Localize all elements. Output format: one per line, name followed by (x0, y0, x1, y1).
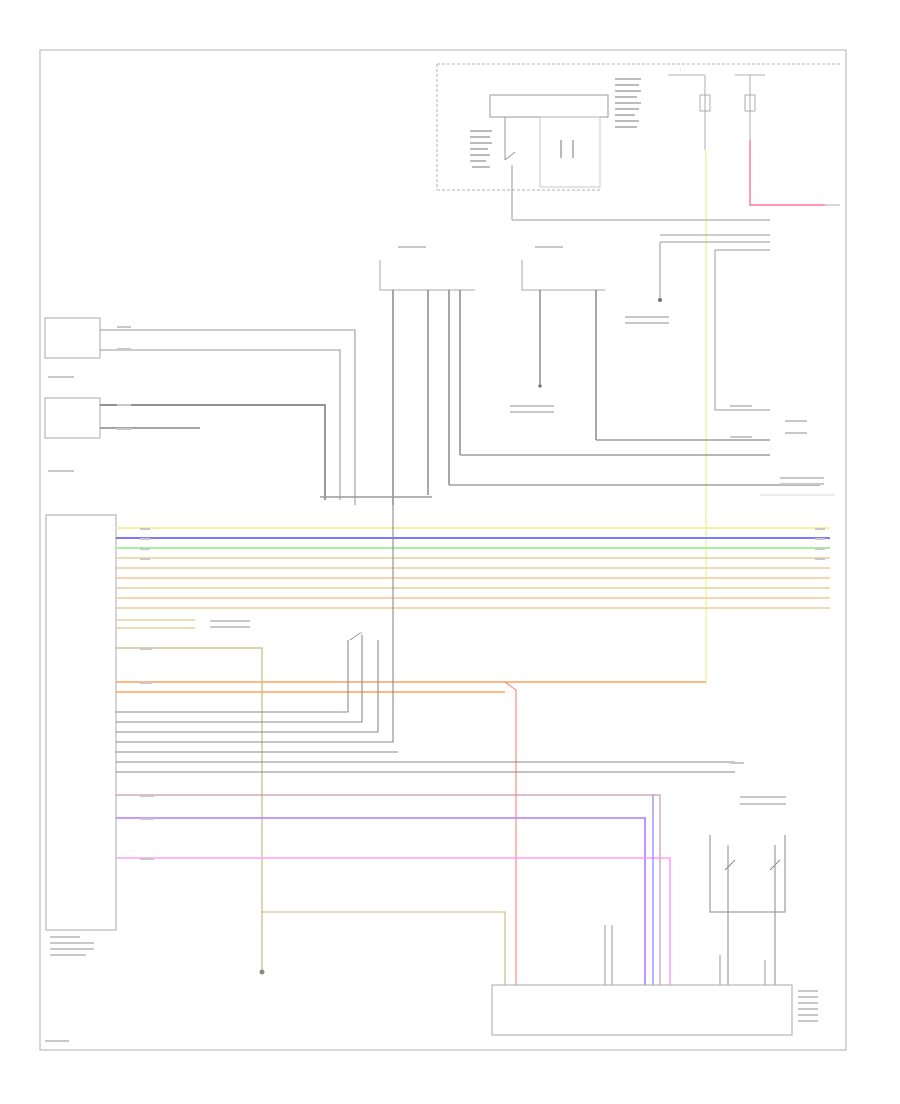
speaker-group (709, 835, 786, 985)
relay-box (470, 78, 641, 220)
ground-point-top (658, 298, 662, 302)
ground-symbol (259, 969, 265, 975)
radio-unit (45, 514, 117, 931)
front-amplifier (379, 260, 475, 505)
label-marks (45, 246, 825, 1042)
wires-gray-lower (116, 505, 735, 773)
antenna-right (44, 397, 326, 500)
rear-amplifier (521, 260, 605, 440)
fuse-relay-enclosure (436, 63, 840, 191)
wire-magenta (116, 857, 671, 985)
bottom-module-pins (604, 925, 766, 985)
connector-right-top (659, 234, 770, 411)
wire-violet (116, 817, 646, 985)
diagram-frame (39, 49, 847, 1051)
wire-red-down (504, 681, 517, 985)
fuse-right (735, 74, 765, 150)
colored-bus (116, 527, 830, 629)
bottom-module (491, 984, 793, 1036)
wires-right-mid (449, 439, 820, 486)
wire-tan-purple (116, 794, 661, 985)
fuse-left: · (668, 68, 711, 150)
wire-olive-ground (116, 647, 263, 970)
svg-text:·: · (680, 68, 681, 73)
wire-pink-red-feed (749, 140, 825, 206)
antenna-left (44, 317, 356, 505)
